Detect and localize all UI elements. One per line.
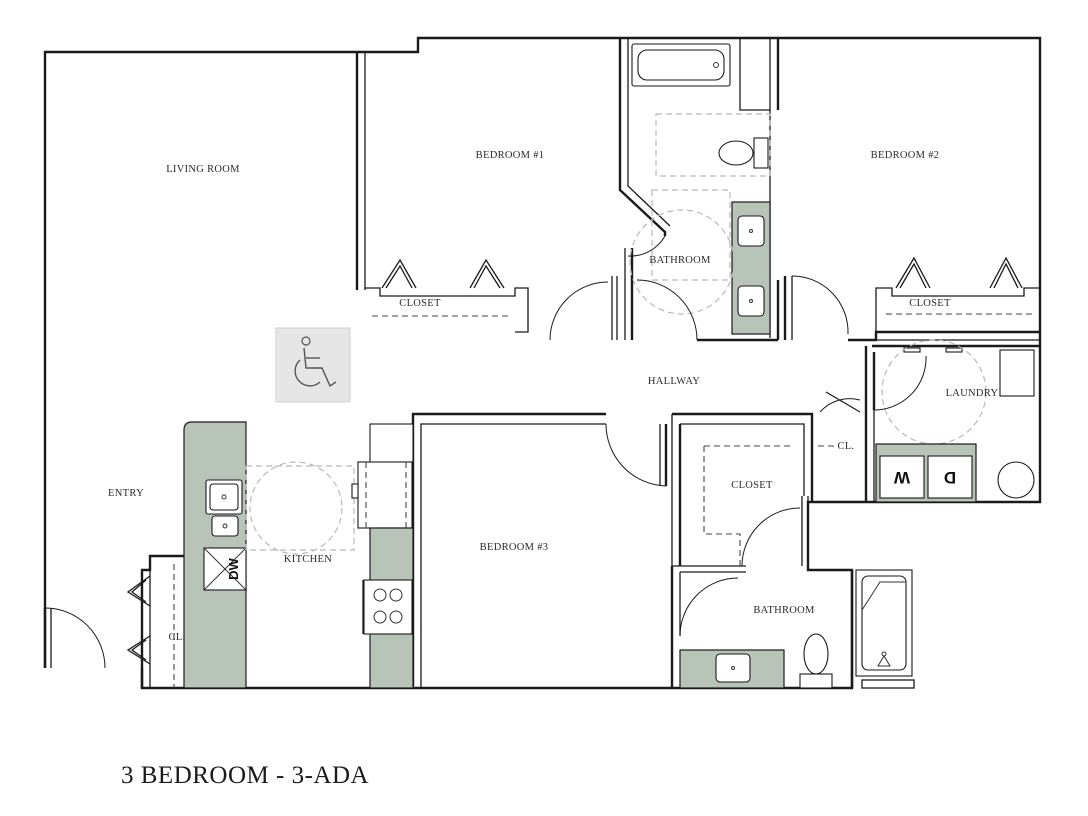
bathroom-upper-label: BATHROOM [649,255,711,266]
laundry-label: LAUNDRY [946,388,999,399]
bedroom2-label: BEDROOM #2 [871,150,940,161]
entry-closet [44,554,184,688]
upper-bathroom [618,38,780,342]
washer-label: W [893,468,910,487]
closet-b2-label: CLOSET [909,298,951,309]
hallway-label: HALLWAY [648,376,700,387]
bedroom2-walls [783,256,1040,348]
entry-closet-label: CL. [169,632,186,643]
living-room-label: LIVING ROOM [166,164,240,175]
lower-bathroom [679,569,915,689]
bedroom3-label: BEDROOM #3 [480,542,549,553]
closet-b3-label: CLOSET [731,480,773,491]
bedroom1-walls [355,52,618,341]
laundry-closet-label: CL. [838,441,855,452]
room-labels: LIVING ROOM BEDROOM #1 BEDROOM #2 BATHRO… [108,150,999,643]
kitchen-label: KITCHEN [284,554,332,565]
closet-b1-label: CLOSET [399,298,441,309]
kitchen: DW [183,421,414,689]
dryer-label: D [944,468,956,487]
plan-title: 3 BEDROOM - 3-ADA [121,762,370,789]
bedroom3-walls [411,412,814,688]
wheelchair-icon [275,327,351,403]
dishwasher-label: DW [226,557,241,579]
bedroom1-label: BEDROOM #1 [476,150,545,161]
entry-label: ENTRY [108,488,144,499]
laundry: W D [818,339,1035,503]
bathroom-lower-label: BATHROOM [753,605,815,616]
